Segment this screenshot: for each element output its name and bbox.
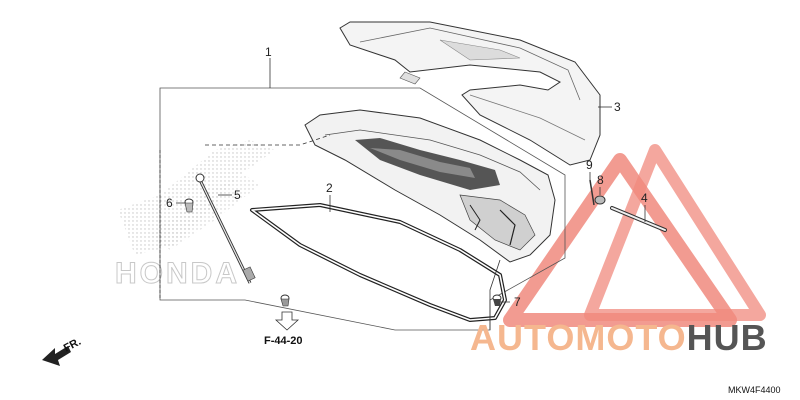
callout-1: 1	[265, 45, 272, 59]
diagram-code: MKW4F4400	[728, 385, 781, 395]
callout-9: 9	[586, 158, 593, 172]
callout-7: 7	[514, 295, 521, 309]
support-rod	[195, 173, 256, 284]
watermark-text-part2: HUB	[687, 317, 768, 358]
clip-part-9	[589, 179, 595, 206]
background-brand-text: HONDA	[115, 257, 240, 290]
screw-part-7	[492, 294, 502, 306]
callout-3: 3	[614, 100, 621, 114]
leader-lines	[159, 58, 646, 330]
callout-5: 5	[234, 188, 241, 202]
callout-8: 8	[597, 173, 604, 187]
reference-arrow	[274, 311, 300, 331]
washer-part-8	[594, 195, 606, 205]
callout-2: 2	[326, 181, 333, 195]
callout-6: 6	[166, 196, 173, 210]
front-arrow-icon	[42, 346, 71, 366]
pin-part-4	[610, 206, 667, 232]
upper-cover	[339, 21, 601, 166]
seal-strip	[250, 203, 507, 322]
callout-4: 4	[641, 191, 648, 205]
background-wing-logo: HONDA	[115, 140, 275, 291]
watermark-text: AUTOMOTOHUB	[470, 317, 768, 358]
screw-lower	[280, 294, 290, 307]
reference-label: F-44-20	[264, 335, 303, 347]
watermark-text-part1: AUTOMOTO	[470, 317, 687, 358]
screw-part-6	[184, 198, 194, 213]
direction-label: FR.	[62, 336, 83, 355]
inner-panel	[304, 109, 556, 263]
